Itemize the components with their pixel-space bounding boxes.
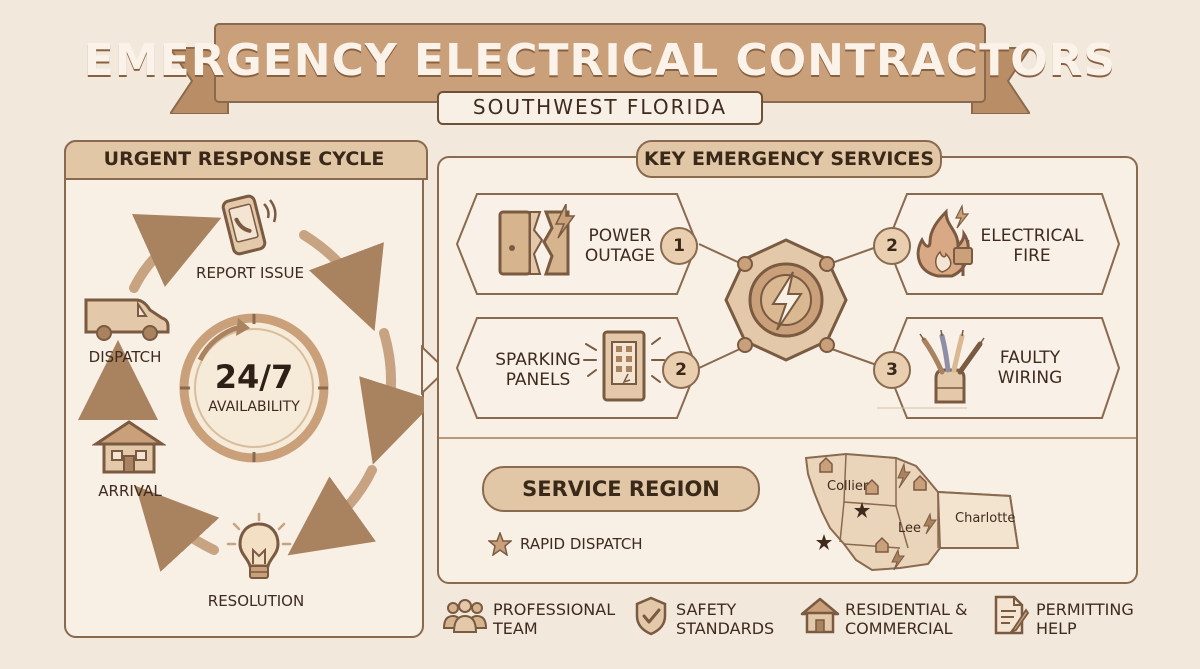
van-icon <box>82 292 172 342</box>
step-arrival: ARRIVAL <box>98 482 162 500</box>
service-electrical-fire-line1: ELECTRICAL <box>980 226 1084 246</box>
subtitle-plate <box>437 91 763 125</box>
service-number-badge: 2 <box>662 351 700 389</box>
footer-safety-standards-line1: SAFETY <box>676 600 737 619</box>
service-faulty-wiring-line2: WIRING <box>997 368 1063 388</box>
service-power-outage-line2: OUTAGE <box>584 246 656 266</box>
page-title: EMERGENCY ELECTRICAL CONTRACTORS <box>83 34 1117 86</box>
response-cycle-header: URGENT RESPONSE CYCLE <box>103 148 385 170</box>
county-collier: Collier <box>827 479 869 494</box>
county-charlotte: Charlotte <box>955 511 1016 526</box>
service-electrical-fire-line2: FIRE <box>1013 246 1051 266</box>
footer-permitting-help-line1: PERMITTING <box>1036 600 1134 619</box>
shield-check-icon <box>634 596 668 636</box>
footer-residential-commercial-line2: COMMERCIAL <box>845 619 953 638</box>
service-sparking-panels-line2: PANELS <box>505 370 571 390</box>
team-icon <box>442 598 488 634</box>
service-region-header: SERVICE REGION <box>522 477 720 501</box>
wires-icon <box>916 330 986 406</box>
electrical-panel-icon <box>580 326 666 406</box>
electrical-fire-icon <box>912 204 984 280</box>
service-number-badge: 1 <box>660 227 698 265</box>
rapid-dispatch-label: RAPID DISPATCH <box>520 535 643 553</box>
service-sparking-panels-line1: SPARKING <box>495 350 581 370</box>
step-resolution: RESOLUTION <box>207 592 305 610</box>
step-report-issue: REPORT ISSUE <box>196 264 304 282</box>
footer-safety-standards-line2: STANDARDS <box>676 619 775 638</box>
service-region-pill <box>482 466 760 512</box>
phone-icon <box>218 194 282 258</box>
footer-professional-team-line2: TEAM <box>493 619 538 638</box>
service-power-outage-line1: POWER <box>588 226 652 246</box>
availability-value: 24/7 <box>214 358 294 396</box>
title-banner <box>170 18 1030 114</box>
lightbulb-icon <box>226 512 292 586</box>
availability-label: AVAILABILITY <box>208 399 300 415</box>
cycle-diagram <box>64 178 424 634</box>
region-map <box>800 452 1030 574</box>
service-number-badge: 2 <box>873 227 911 265</box>
service-number-badge: 3 <box>873 351 911 389</box>
service-faulty-wiring-line1: FAULTY <box>999 348 1061 368</box>
footer-permitting-help-line2: HELP <box>1036 619 1077 638</box>
response-cycle-header-bar <box>64 140 428 180</box>
services-header: KEY EMERGENCY SERVICES <box>636 140 942 178</box>
footer-professional-team-line1: PROFESSIONAL <box>493 600 616 619</box>
footer-residential-commercial-line1: RESIDENTIAL & <box>845 600 968 619</box>
document-pen-icon <box>992 594 1030 636</box>
panel-connector-arrow <box>420 345 450 395</box>
broken-plug-icon <box>496 204 580 280</box>
page-subtitle: SOUTHWEST FLORIDA <box>472 95 728 119</box>
house-icon <box>800 596 840 634</box>
county-lee: Lee <box>898 521 922 536</box>
step-dispatch: DISPATCH <box>88 348 162 366</box>
star-icon <box>488 532 512 556</box>
house-icon <box>92 418 166 476</box>
region-divider <box>439 437 1136 439</box>
